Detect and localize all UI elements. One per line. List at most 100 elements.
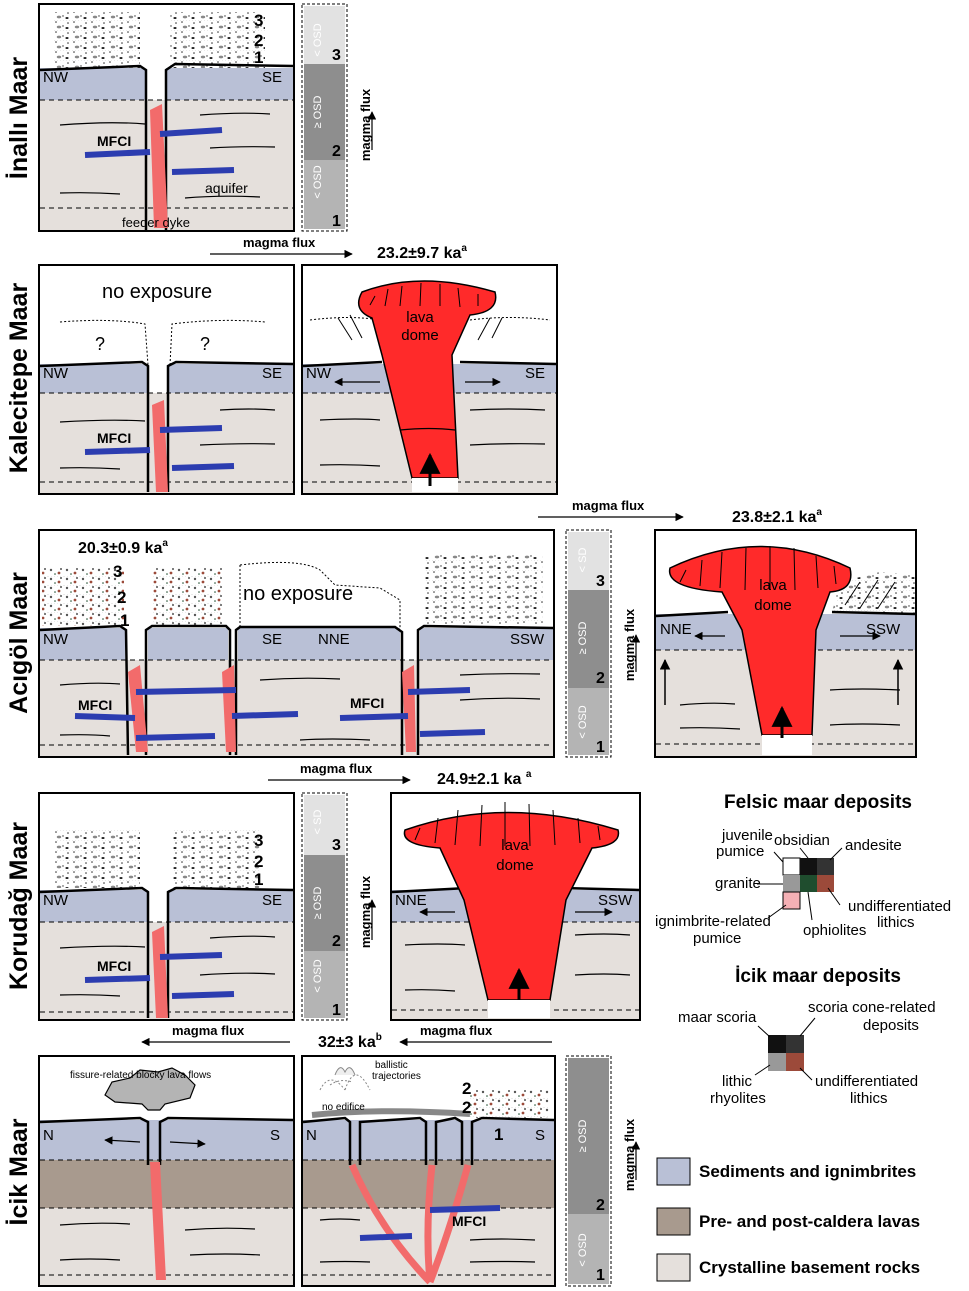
acigol-nw: NW [43,631,69,648]
legend-sediments: Sediments and ignimbrites [699,1162,916,1181]
korudag-osd-ge: ≥ OSD [312,886,324,919]
inalli-unit3: 3 [254,11,263,30]
acigol-section: Acıgöl Maar 20.3±0.9 kaa 3 2 1 no exposu… [5,529,917,758]
korudag-sd-lt: < SD [312,810,324,835]
acigol-dome-dome: dome [754,597,792,614]
acigol-nne: NNE [318,631,350,648]
korudag-col3: 3 [332,837,341,854]
acigol-col2: 2 [596,670,605,687]
korudag-dome-dome: dome [496,857,534,874]
korudag-flux-vertical: magma flux [358,875,373,948]
kalecitepe-q2: ? [200,334,210,354]
korudag-mfci: MFCI [97,958,131,974]
kalecitepe-no-exposure: no exposure [102,281,212,303]
acigol-unit2: 2 [117,588,126,607]
kalecitepe-section: Kalecitepe Maar no exposure ? ? NW SE MF… [5,264,558,495]
acigol-col1: 1 [596,739,605,756]
acigol-se: SE [262,631,282,648]
felsic-ignimbrite-1: ignimbrite-related [655,913,771,930]
icik-legend-scoria-2: deposits [863,1017,919,1034]
icik-fissure-flows: fissure-related blocky lava flows [70,1070,211,1081]
icik-right-n: N [306,1127,317,1144]
inalli-osd-lt-bot: < OSD [312,165,324,198]
acigol-ssw: SSW [510,631,545,648]
felsic-pumice: pumice [716,843,764,860]
felsic-undiff-2: lithics [877,914,915,931]
inalli-unit1: 1 [254,48,263,67]
icik-unit2b: 2 [462,1098,471,1117]
acigol-dome-lava: lava [759,577,787,594]
flux-label-1: magma flux [243,235,316,250]
korudag-col2: 2 [332,933,341,950]
icik-osd-lt: < OSD [577,1233,589,1266]
korudag-unit1: 1 [254,870,263,889]
icik-legend-lithic-1: lithic [722,1073,753,1090]
inalli-section: İnallı Maar NW SE MFCI aquifer feeder dy… [5,3,377,232]
korudag-se: SE [262,892,282,909]
acigol-dome-ssw: SSW [866,621,901,638]
row-label-inalli: İnallı Maar [5,57,33,180]
acigol-mfci-1: MFCI [78,697,112,713]
flux-label-2: magma flux [572,498,645,513]
inalli-col2: 2 [332,143,341,160]
acigol-dome-nne: NNE [660,621,692,638]
kalecitepe-dome: dome [401,327,439,344]
korudag-dome-ssw: SSW [598,892,633,909]
rock-legend: Sediments and ignimbrites Pre- and post-… [656,1157,920,1282]
korudag-col1: 1 [332,1002,341,1019]
inalli-feeder: feeder dyke [122,215,190,230]
icik-legend-title: İcik maar deposits [735,966,901,987]
row-label-kalecitepe: Kalecitepe Maar [5,283,33,474]
acigol-unit1: 1 [120,611,129,630]
age-acigol-unit: 20.3±0.9 kaa [78,538,168,557]
felsic-juvenile: juvenile [721,827,773,844]
inalli-osd-ge: ≥ OSD [312,95,324,128]
icik-right-s: S [535,1127,545,1144]
icik-col1: 1 [596,1267,605,1284]
acigol-col3: 3 [596,573,605,590]
icik-unit2a: 2 [462,1079,471,1098]
icik-legend-undiff-2: lithics [850,1090,888,1107]
felsic-legend: Felsic maar deposits juvenile pumice obs… [655,792,951,947]
row-label-korudag: Korudağ Maar [5,822,33,990]
korudag-nw: NW [43,892,69,909]
felsic-undiff-1: undifferentiated [848,898,951,915]
row-label-icik: İcik Maar [5,1118,33,1225]
row-label-acigol: Acıgöl Maar [5,572,33,714]
flux-label-5: magma flux [420,1023,493,1038]
kalecitepe-nw: NW [43,365,69,382]
korudag-section: Korudağ Maar 3 2 1 NW SE MFCI < SD ≥ OSD… [5,792,641,1021]
flux-label-4: magma flux [172,1023,245,1038]
kalecitepe-q1: ? [95,334,105,354]
kalecitepe-se: SE [262,365,282,382]
legend-lavas: Pre- and post-caldera lavas [699,1212,920,1231]
icik-legend-undiff-1: undifferentiated [815,1073,918,1090]
felsic-obsidian: obsidian [774,832,830,849]
icik-n: N [43,1127,54,1144]
icik-legend-maar-scoria: maar scoria [678,1009,757,1026]
age-kalecitepe: 23.2±9.7 kaa [377,243,467,262]
inalli-se: SE [262,69,282,86]
age-acigol-dome: 23.8±2.1 kaa [732,507,822,526]
felsic-granite: granite [715,875,761,892]
inalli-flux-vertical: magma flux [358,88,373,161]
flux-label-3: magma flux [300,761,373,776]
felsic-ignimbrite-2: pumice [693,930,741,947]
kalecitepe-dome-nw: NW [306,365,332,382]
icik-s: S [270,1127,280,1144]
korudag-dome-nne: NNE [395,892,427,909]
icik-unit1: 1 [494,1125,503,1144]
acigol-osd-lt: < OSD [577,705,589,738]
kalecitepe-lava: lava [406,309,434,326]
inalli-aquifer: aquifer [205,180,248,196]
icik-mfci: MFCI [452,1213,486,1229]
felsic-andesite: andesite [845,837,902,854]
acigol-unit3: 3 [113,562,122,581]
acigol-sd-lt: < SD [577,548,589,573]
acigol-osd-ge: ≥ OSD [577,621,589,654]
icik-no-edifice: no edifice [322,1102,365,1113]
kalecitepe-mfci: MFCI [97,430,131,446]
icik-section: İcik Maar fissure-related blocky lava fl… [5,1055,641,1287]
icik-flux-vertical: magma flux [622,1118,637,1191]
